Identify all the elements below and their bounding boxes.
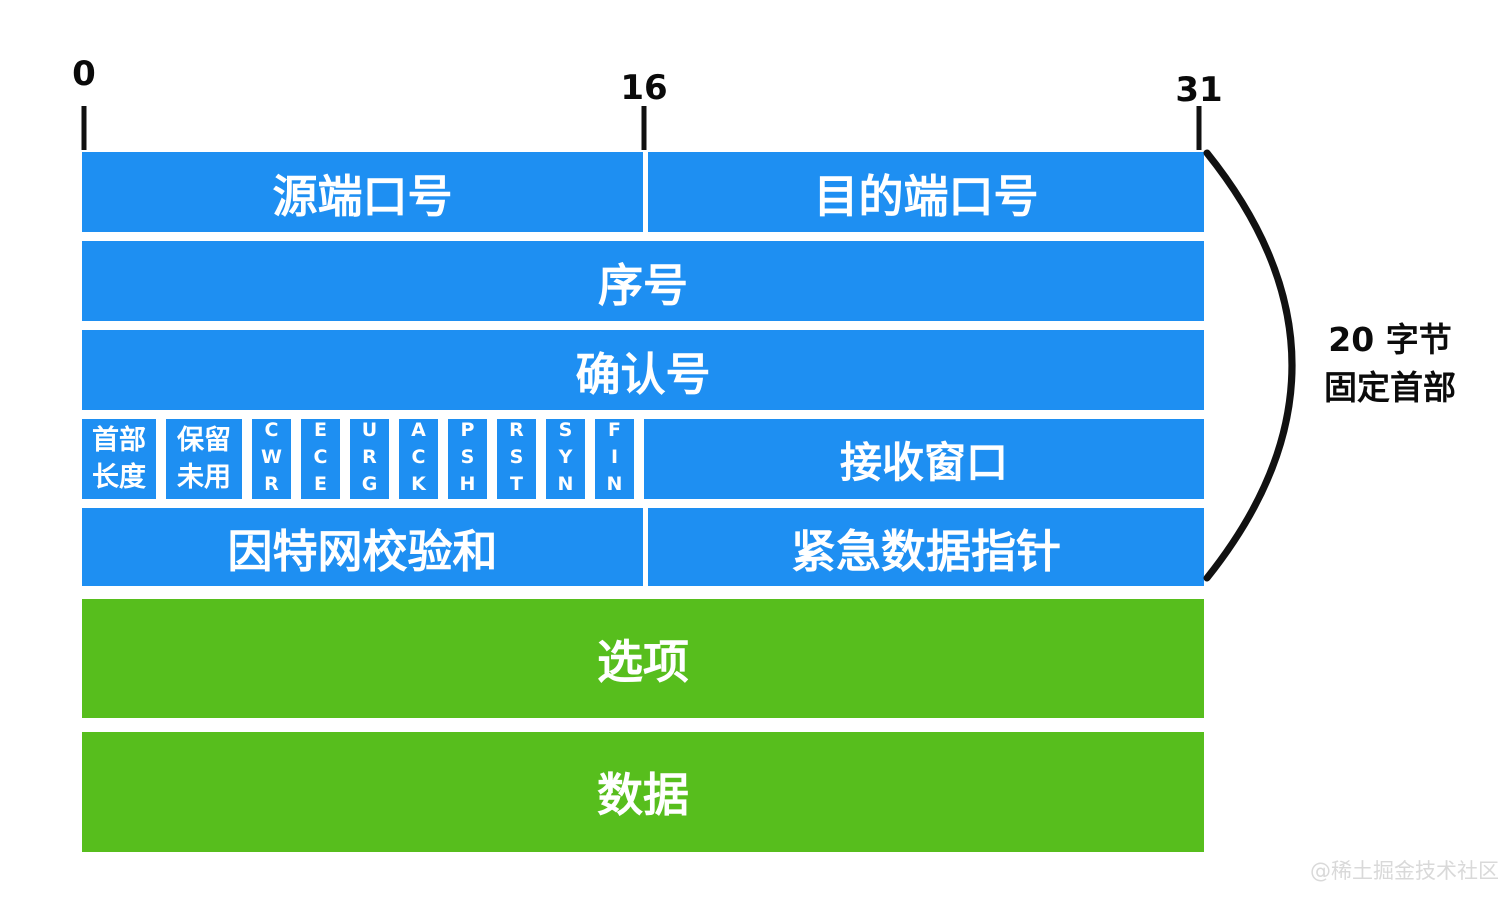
field-data: 数据 [82, 732, 1204, 852]
flag-rst: RST [497, 419, 536, 500]
row-acknowledgment: 确认号 [82, 330, 1204, 410]
field-source-port: 源端口号 [82, 152, 643, 232]
flag-fin: FIN [595, 419, 634, 500]
fixed-header-annotation: 20 字节 固定首部 [1324, 320, 1456, 407]
fixed-header-brace-arc [1203, 149, 1296, 582]
field-urgent-pointer: 紧急数据指针 [648, 508, 1204, 586]
axis-tick-0 [81, 106, 87, 150]
field-header-length: 首部 长度 [82, 419, 156, 499]
field-receive-window: 接收窗口 [644, 419, 1204, 499]
field-checksum: 因特网校验和 [82, 508, 643, 586]
row-options: 选项 [82, 599, 1204, 718]
flag-psh: PSH [448, 419, 487, 500]
flag-ece: ECE [301, 419, 340, 500]
axis-tick-16 [641, 106, 647, 150]
watermark: @稀土掘金技术社区 [1310, 859, 1499, 883]
field-dest-port: 目的端口号 [648, 152, 1204, 232]
field-sequence: 序号 [82, 241, 1204, 321]
field-reserved: 保留 未用 [166, 419, 242, 499]
field-acknowledgment: 确认号 [82, 330, 1204, 410]
axis-label-16: 16 [620, 68, 668, 108]
axis-label-31: 31 [1175, 70, 1223, 110]
row-checksum: 因特网校验和 紧急数据指针 [82, 508, 1204, 586]
flag-urg: URG [350, 419, 389, 500]
field-options: 选项 [82, 599, 1204, 718]
flag-cwr: CWR [252, 419, 291, 500]
axis-tick-31 [1196, 106, 1202, 150]
row-flags: 首部 长度 保留 未用 CWR ECE URG ACK PSH RST SYN … [82, 419, 1204, 500]
axis-label-0: 0 [72, 54, 96, 94]
flag-syn: SYN [546, 419, 585, 500]
row-ports: 源端口号 目的端口号 [82, 152, 1204, 232]
flag-ack: ACK [399, 419, 438, 500]
row-data: 数据 [82, 732, 1204, 852]
row-sequence: 序号 [82, 241, 1204, 321]
